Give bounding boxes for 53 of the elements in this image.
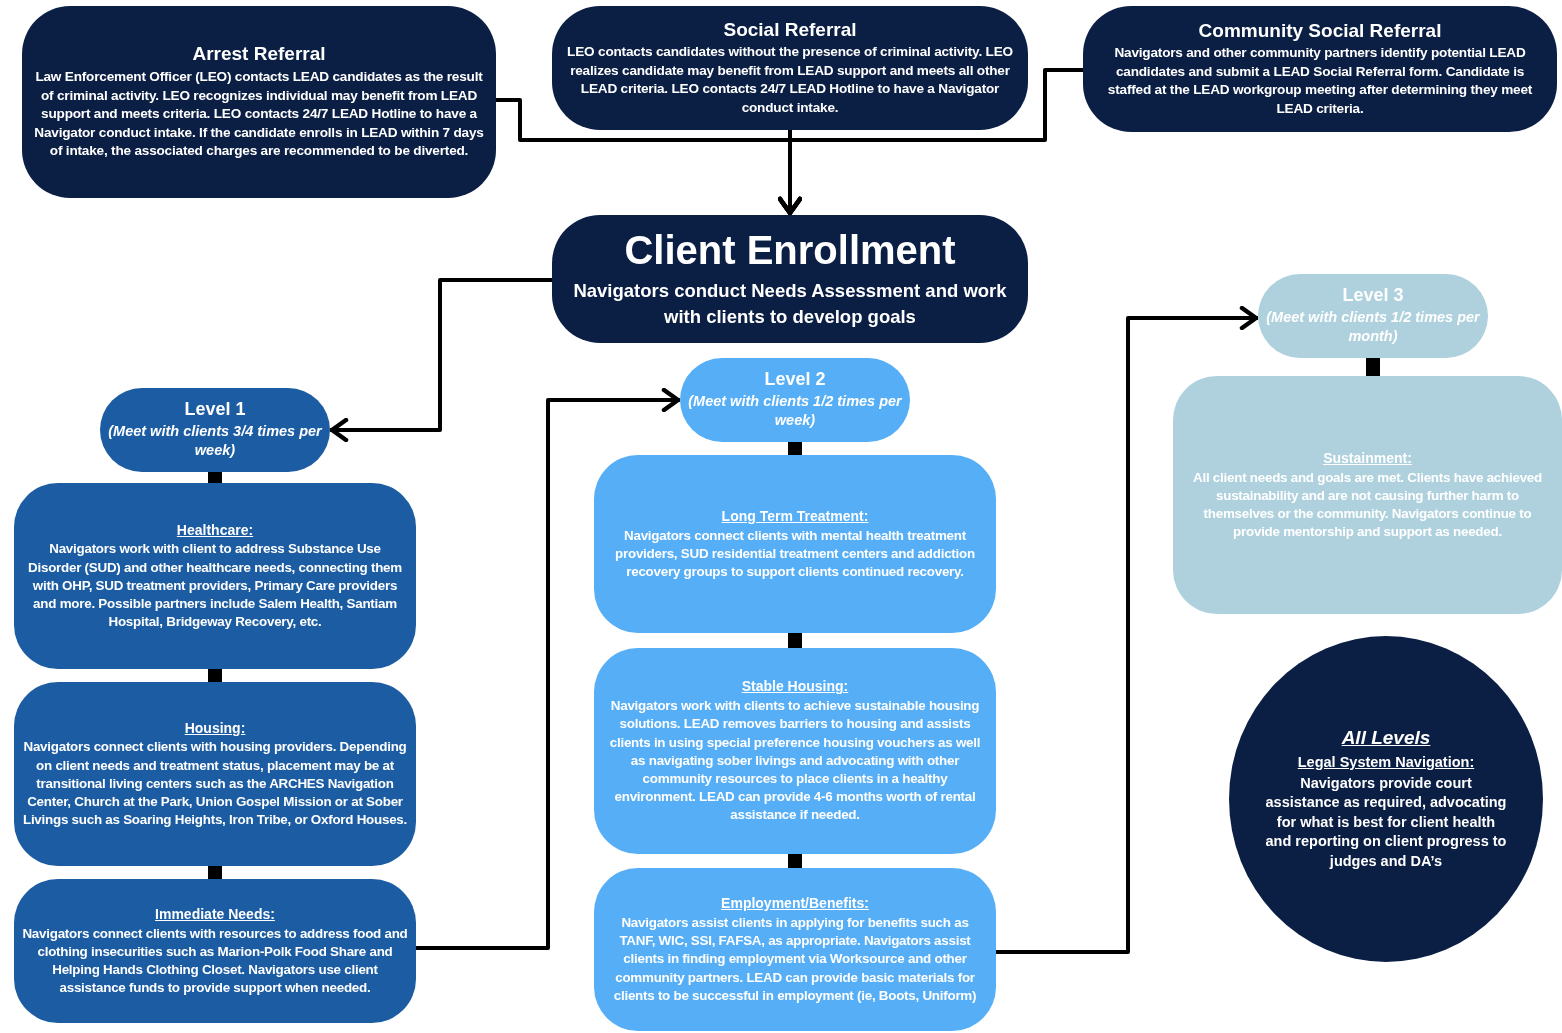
box-title: Community Social Referral bbox=[1198, 19, 1442, 42]
connector-bar bbox=[208, 866, 222, 879]
rounded-box bbox=[594, 455, 996, 633]
circle-title: All Levels bbox=[1341, 726, 1431, 751]
connector-bar bbox=[208, 472, 222, 483]
rounded-box bbox=[594, 648, 996, 854]
arrow bbox=[996, 305, 1259, 954]
box-title: Arrest Referral bbox=[192, 43, 326, 66]
rounded-box bbox=[552, 6, 1028, 130]
box-description: LEO contacts candidates without the presence of criminal activity. LEO realizes candidate may benefit from LEAD support and meets all other LEAD criteria. LEO contacts 24/7 LEAD Hotline to have a Navigator conduct intake. bbox=[566, 43, 1014, 117]
level-title: Level 3 bbox=[1342, 285, 1404, 307]
section-description: Navigators work with client to address Substance Use Disorder (SUD) and other healthcare needs, connecting them with OHP, SUD treatment providers, Primary Care providers and more. Possible partners include Salem Health, Santiam Hospital, Bridgeway Recovery, etc. bbox=[27, 540, 403, 632]
box-title: Social Referral bbox=[723, 18, 857, 41]
rounded-box bbox=[14, 483, 416, 669]
section-description: Navigators provide court assistance as required, advocating for what is best for client health and reporting on client progress to judges and DA’s bbox=[1265, 773, 1507, 871]
box-description: Law Enforcement Officer (LEO) contacts LEAD candidates as the result of criminal activity. LEO recognizes individual may benefit from LEAD support and meets criteria. LEO contacts 24/7 LEAD Hotline to have a Navigator conduct intake. If the candidate enrolls in LEAD within 7 days of intake, the associated charges are recommended to be diverted. bbox=[33, 68, 485, 161]
connector-bar bbox=[788, 854, 802, 868]
section-description: Navigators connect clients with housing providers. Depending on client needs and treatment status, placement may be at transitional living centers such as the ARCHES Navigation Center, Church at the Park, Union Gospel Mission or at Sober Livings such as Soaring Heights, Iron Tribe, or Oxford Houses. bbox=[22, 738, 408, 830]
section-description: Navigators connect clients with resources to address food and clothing insecurities such as Marion-Polk Food Share and Helping Hands Clothing Closet. Navigators use client assistance funds to provide support when needed. bbox=[22, 924, 408, 998]
rounded-box bbox=[1173, 376, 1562, 614]
box-description: Navigators and other community partners identify potential LEAD candidates and submit a LEAD Social Referral form. Candidate is staffed at the LEAD workgroup meeting after determining they meet LEAD criteria. bbox=[1106, 44, 1534, 118]
level-title: Level 2 bbox=[764, 369, 826, 391]
section-heading: Stable Housing: bbox=[741, 677, 849, 697]
section-heading: Legal System Navigation: bbox=[1297, 753, 1475, 773]
connector-bar bbox=[788, 633, 802, 648]
section-heading: Sustainment: bbox=[1323, 448, 1412, 468]
connector-bar bbox=[788, 442, 802, 455]
section-heading: Housing: bbox=[184, 718, 246, 738]
rounded-box bbox=[552, 215, 1028, 343]
section-description: Navigators connect clients with mental health treatment providers, SUD residential treatment centers and addiction recovery groups to support clients continued recovery. bbox=[614, 526, 976, 582]
section-description: Navigators assist clients in applying for benefits such as TANF, WIC, SSI, FAFSA, as appropriate. Navigators assist clients in finding employment via Worksource and other community partners. LEAD can provide basic materials for clients to be successful in employment (ie, Boots, Uniform) bbox=[612, 913, 978, 1005]
section-description: All client needs and goals are met. Clients have achieved sustainability and are not causing further harm to themselves or the community. Navigators continue to provide mentorship and support as needed. bbox=[1192, 468, 1543, 542]
section-heading: Long Term Treatment: bbox=[721, 506, 869, 526]
rounded-box bbox=[14, 682, 416, 866]
section-heading: Employment/Benefits: bbox=[721, 894, 869, 913]
box-description: Navigators conduct Needs Assessment and work with clients to develop goals bbox=[572, 279, 1008, 329]
arrow bbox=[416, 387, 681, 950]
level-frequency: (Meet with clients 1/2 times per month) bbox=[1266, 307, 1480, 347]
rounded-box bbox=[22, 6, 496, 198]
level-title: Level 1 bbox=[184, 399, 246, 421]
section-heading: Immediate Needs: bbox=[155, 904, 275, 924]
arrow bbox=[329, 278, 552, 443]
section-description: Navigators work with clients to achieve sustainable housing solutions. LEAD removes barriers to housing and assists clients in using special preference housing vouchers as well as navigating sober livings and advocating with other community resources to place clients in a healthy environment. LEAD can provide 4-6 months worth of rental assistance if needed. bbox=[608, 697, 982, 825]
connector-bar bbox=[208, 669, 222, 682]
connector-bar bbox=[1366, 358, 1380, 376]
box-title: Client Enrollment bbox=[624, 228, 956, 273]
arrow bbox=[777, 68, 1083, 216]
level-frequency: (Meet with clients 3/4 times per week) bbox=[108, 421, 322, 461]
rounded-box bbox=[14, 879, 416, 1023]
rounded-box bbox=[1083, 6, 1557, 132]
section-heading: Healthcare: bbox=[176, 520, 254, 540]
level-frequency: (Meet with clients 1/2 times per week) bbox=[688, 391, 902, 431]
rounded-box bbox=[594, 868, 996, 1031]
